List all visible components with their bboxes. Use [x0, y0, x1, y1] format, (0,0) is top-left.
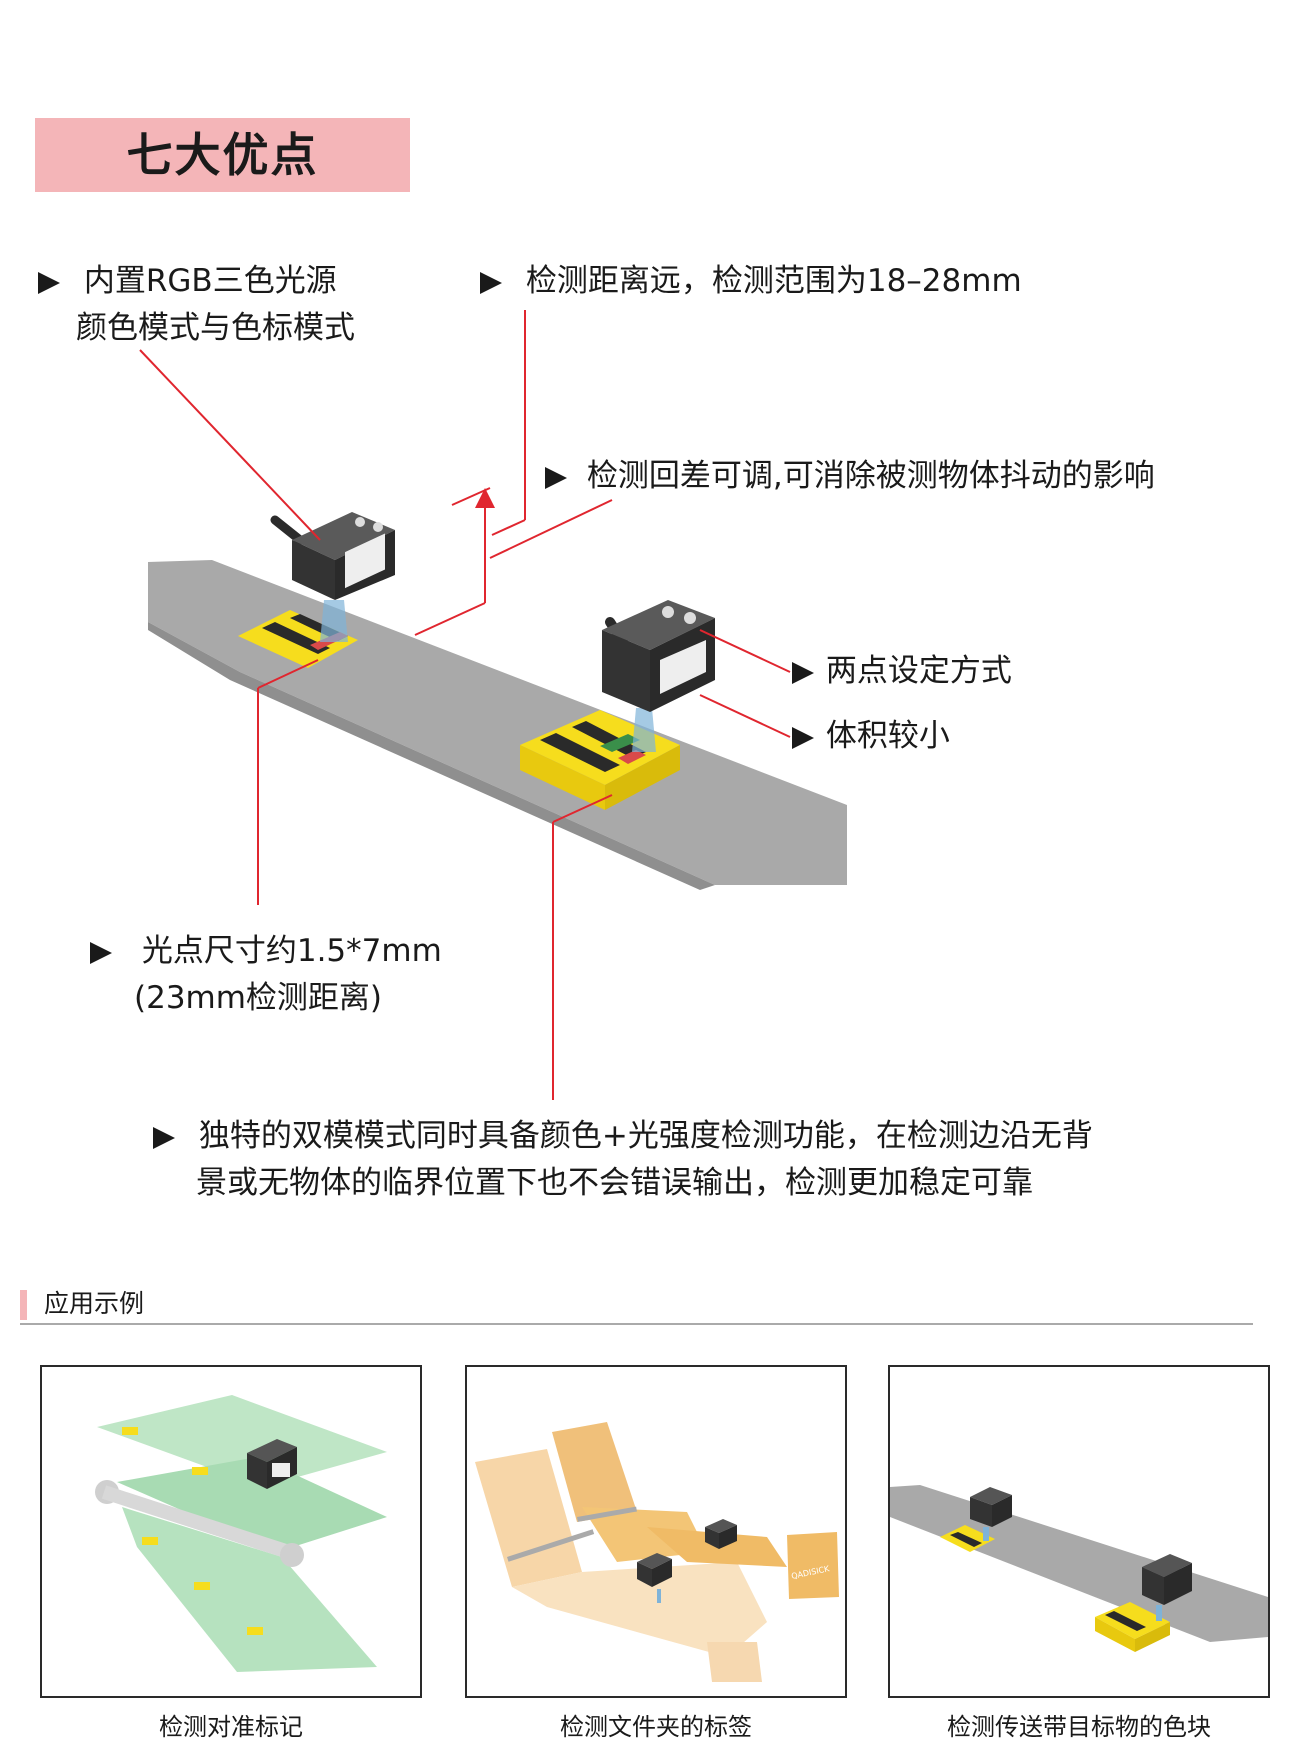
page-title: 七大优点 [126, 128, 319, 182]
title-banner [35, 118, 410, 192]
feature-spot-size: 光点尺寸约1.5*7mm [90, 928, 442, 974]
conveyor-blocks-illustration [890, 1485, 1268, 1652]
feature-hysteresis: 检测回差可调,可消除被测物体抖动的影响 [545, 453, 1155, 499]
example-caption-1: 检测对准标记 [159, 1713, 303, 1741]
feature-small-size: 体积较小 [792, 713, 950, 759]
feature-dual-mode: 独特的双模模式同时具备颜色+光强度检测功能，在检测边沿无背 [153, 1113, 1093, 1159]
sensor-illustration [139, 310, 847, 1100]
bullet-triangle-icon [90, 941, 112, 964]
bullet-triangle-icon [480, 271, 502, 294]
up-arrow-icon [475, 488, 495, 508]
bullet-triangle-icon [792, 661, 814, 684]
section-title: 应用示例 [44, 1289, 145, 1318]
feature-spot-size-line2: (23mm检测距离) [134, 980, 383, 1016]
feature-rgb-line2: 颜色模式与色标模式 [76, 310, 355, 346]
bullet-triangle-icon [545, 466, 567, 489]
right-sensor [602, 600, 715, 712]
conveyor-belt [148, 560, 847, 885]
section-divider [20, 1323, 1253, 1325]
example-card-conveyor-blocks [888, 1365, 1270, 1698]
left-light-beam [320, 600, 348, 642]
feature-dual-mode-line2: 景或无物体的临界位置下也不会错误输出，检测更加稳定可靠 [196, 1165, 1033, 1201]
feature-distance: 检测距离远，检测范围为18–28mm [480, 258, 1022, 304]
annotation-lines [139, 310, 791, 1100]
left-sensor [270, 512, 395, 600]
belt-edge [148, 622, 715, 890]
example-card-folder-labels: QADISICK [465, 1365, 847, 1698]
section-accent-bar [20, 1290, 27, 1320]
example-caption-3: 检测传送带目标物的色块 [947, 1713, 1211, 1741]
example-card-alignment-marks [40, 1365, 422, 1698]
example-caption-2: 检测文件夹的标签 [560, 1713, 752, 1741]
bullet-triangle-icon [153, 1126, 175, 1149]
feature-rgb: 内置RGB三色光源 [38, 258, 337, 304]
alignment-marks-illustration [95, 1395, 387, 1672]
bullet-triangle-icon [38, 271, 60, 294]
right-light-beam [632, 708, 656, 752]
bullet-triangle-icon [792, 726, 814, 749]
folder-labels-illustration: QADISICK [475, 1422, 839, 1682]
feature-two-point: 两点设定方式 [792, 648, 1012, 694]
